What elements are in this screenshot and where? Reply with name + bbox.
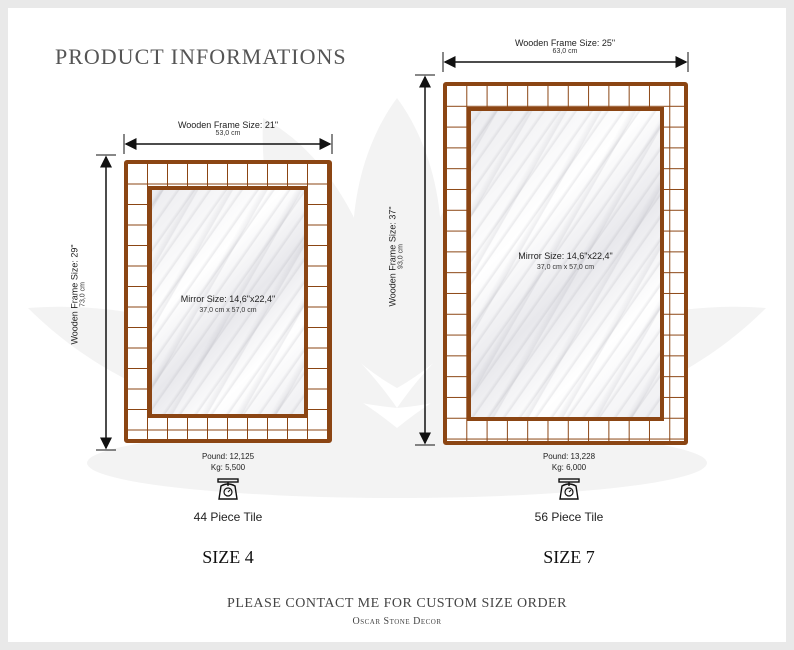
size7-pound: Pound: 13,228 <box>542 452 596 461</box>
size7-tile-count: 56 Piece Tile <box>534 510 604 524</box>
size7-width-inches: Wooden Frame Size: 25" <box>514 38 616 48</box>
size4-mirror: Mirror Size: 14,6"x22,4" 37,0 cm x 57,0 … <box>148 186 308 418</box>
size4-height-cm: 73,0 cm <box>79 282 87 307</box>
size4-height-label: Wooden Frame Size: 29" 73,0 cm <box>70 220 87 370</box>
size4-width-inches: Wooden Frame Size: 21" <box>177 120 279 130</box>
size7-label: SIZE 7 <box>543 547 595 567</box>
size4-mirror-cm: 37,0 cm x 57,0 cm <box>199 307 257 314</box>
size7-height-inches: Wooden Frame Size: 37" <box>387 206 398 307</box>
size7-mirror-cm: 37,0 cm x 57,0 cm <box>536 264 595 271</box>
product-info-card: PRODUCT INFORMATIONS Wooden Frame Size: … <box>8 8 786 642</box>
size4-kg: Kg: 5,500 <box>210 463 246 472</box>
custom-order-notice: PLEASE CONTACT ME FOR CUSTOM SIZE ORDER <box>227 596 567 611</box>
size7-height-label: Wooden Frame Size: 37" 93,0 cm <box>388 182 405 332</box>
size4-width-label: Wooden Frame Size: 21" 53,0 cm <box>138 120 318 137</box>
weighing-scale-icon <box>558 478 580 500</box>
size4-mirror-size: Mirror Size: 14,6"x22,4" <box>180 294 276 304</box>
size7-mirror-size: Mirror Size: 14,6"x22,4" <box>518 251 613 261</box>
size7-height-cm: 93,0 cm <box>397 244 405 269</box>
size4-width-cm: 53,0 cm <box>215 130 241 137</box>
brand-name: Oscar Stone Decor <box>352 616 442 627</box>
page-title: PRODUCT INFORMATIONS <box>55 44 347 69</box>
size4-label: SIZE 4 <box>202 547 254 567</box>
size7-width-label: Wooden Frame Size: 25" 63,0 cm <box>475 38 655 55</box>
size4-weights: Pound: 12,125 Kg: 5,500 <box>178 451 278 473</box>
size7-weights: Pound: 13,228 Kg: 6,000 <box>519 451 619 473</box>
size4-pound: Pound: 12,125 <box>201 452 255 461</box>
size4-tile-count: 44 Piece Tile <box>193 510 263 524</box>
weighing-scale-icon <box>217 478 239 500</box>
dimension-arrows <box>96 52 689 451</box>
size4-height-inches: Wooden Frame Size: 29" <box>69 244 80 345</box>
size7-width-cm: 63,0 cm <box>552 48 578 55</box>
size7-mirror: Mirror Size: 14,6"x22,4" 37,0 cm x 57,0 … <box>467 107 664 421</box>
size7-kg: Kg: 6,000 <box>551 463 587 472</box>
